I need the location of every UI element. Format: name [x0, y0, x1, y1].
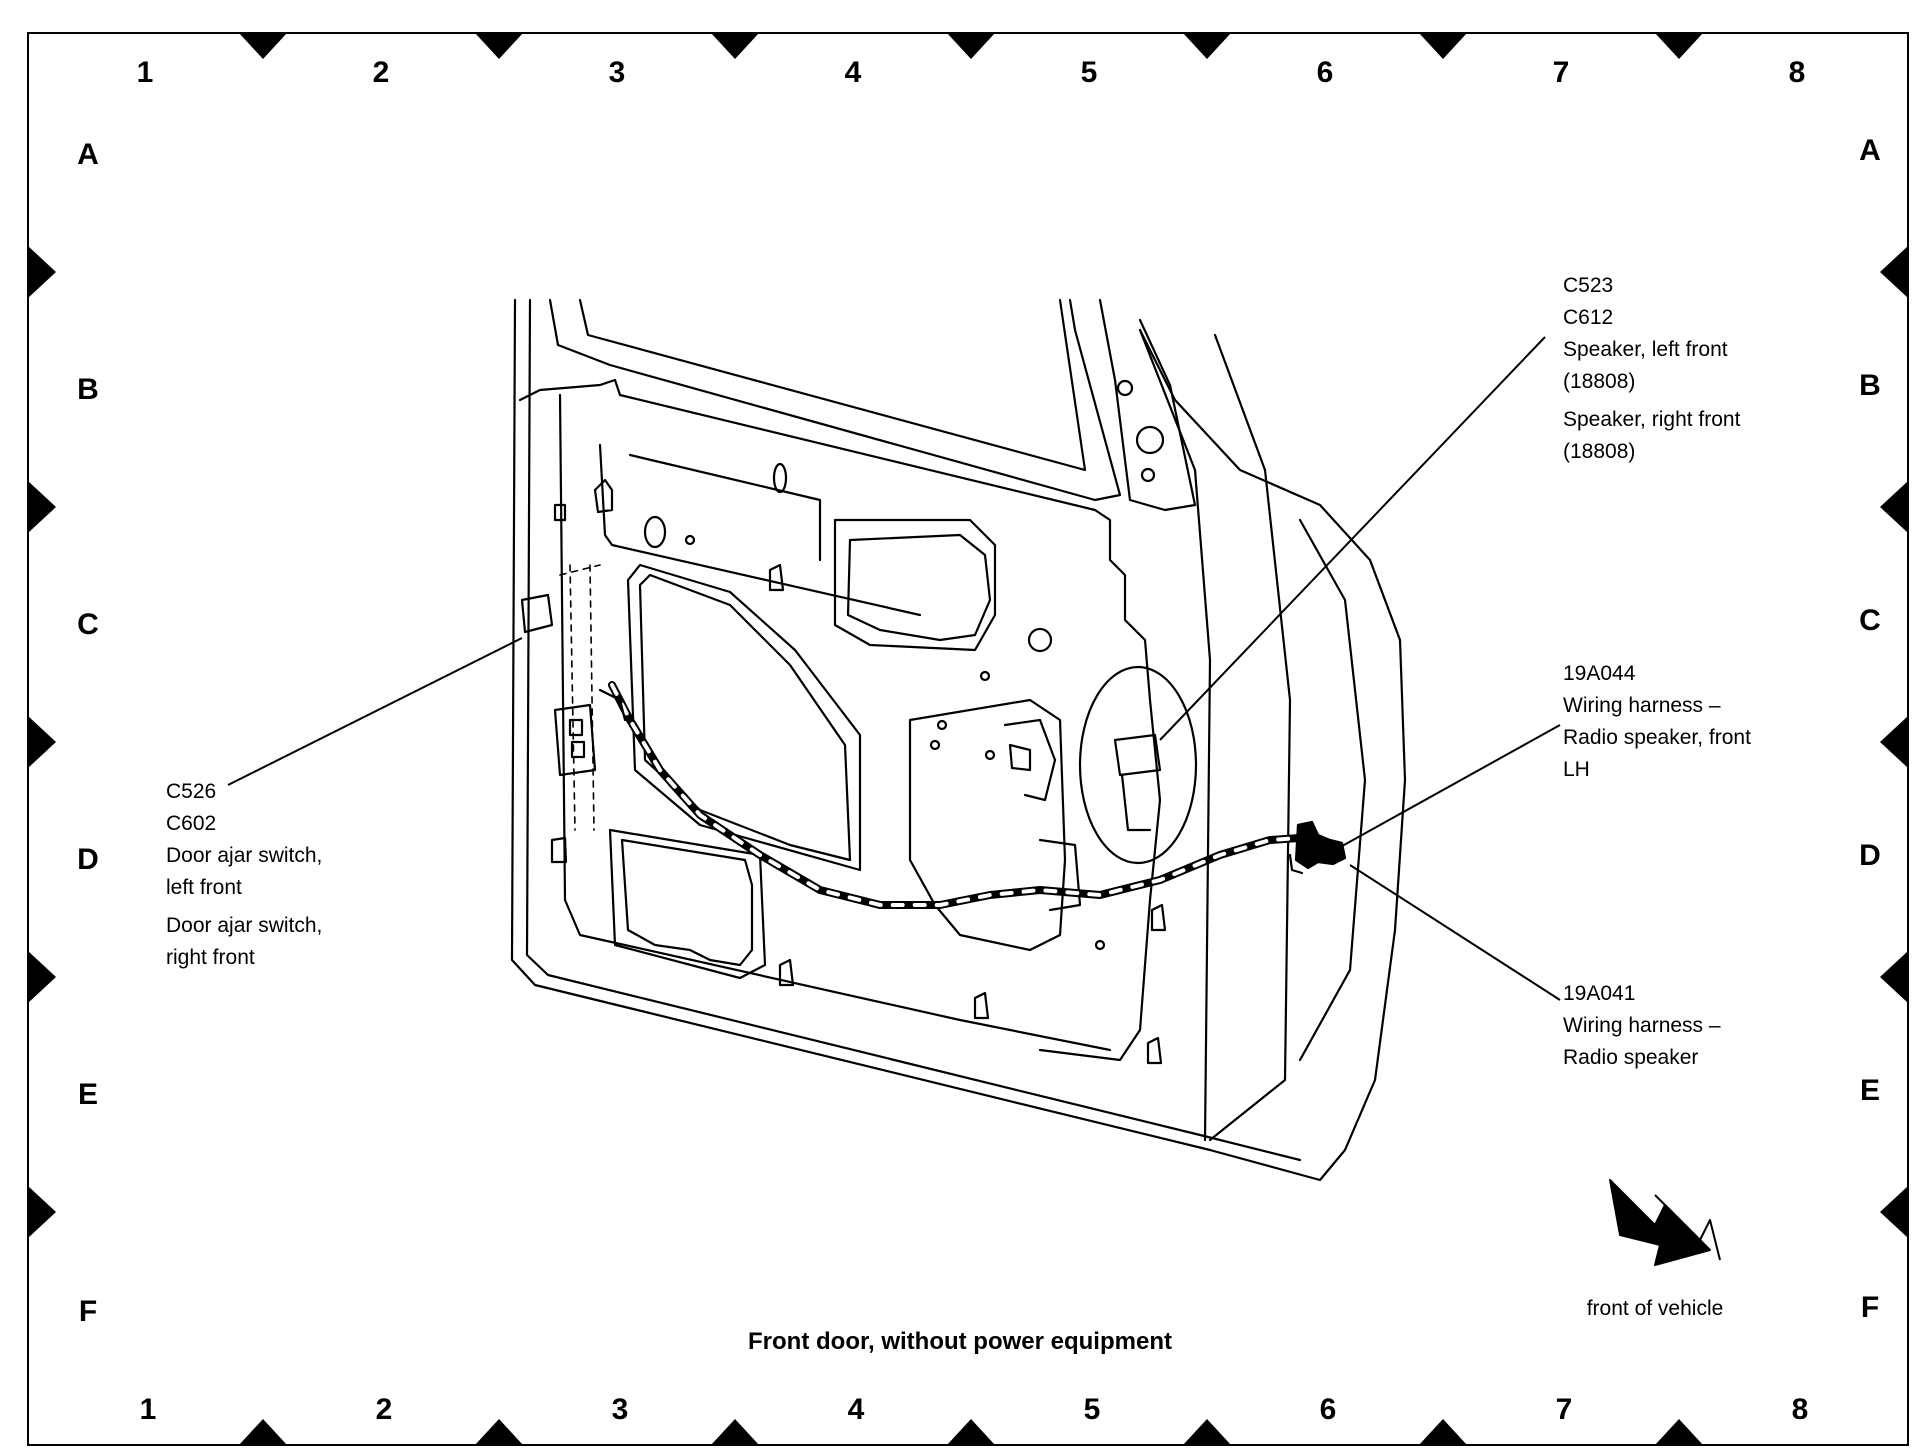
- grid-col-bottom-5: 5: [1083, 1393, 1101, 1426]
- callout-door-ajar: C526 C602 Door ajar switch, left front D…: [166, 776, 322, 974]
- grid-marker-left: [28, 951, 56, 1003]
- grid-row-left-F: F: [78, 1295, 98, 1328]
- grid-col-top-7: 7: [1552, 56, 1570, 89]
- door-ajar-left-front: Door ajar switch,: [166, 844, 323, 867]
- door-ajar-right-front-2: right front: [166, 946, 255, 969]
- leader-lines: [227, 336, 1561, 1001]
- grid-col-bottom-2: 2: [375, 1393, 393, 1426]
- grid-col-bottom-1: 1: [139, 1393, 157, 1426]
- grid-row-left-E: E: [77, 1078, 99, 1111]
- grid-row-right-F: F: [1860, 1291, 1880, 1324]
- grid-col-bottom-6: 6: [1319, 1393, 1337, 1426]
- grid-marker-top: [1419, 33, 1467, 59]
- speaker-left-front-part: (18808): [1563, 370, 1636, 393]
- grid-marker-right: [1880, 1186, 1908, 1238]
- grid-col-top-6: 6: [1316, 56, 1334, 89]
- connector-c612: C612: [1563, 306, 1614, 329]
- grid-marker-top: [239, 33, 287, 59]
- leader-door-ajar: [227, 637, 523, 786]
- harness-code: 19A041: [1563, 982, 1636, 1005]
- grid-marker-top: [947, 33, 995, 59]
- harness-line-1: Wiring harness –: [1563, 1014, 1721, 1037]
- connector-c526: C526: [166, 780, 217, 803]
- connector-c602: C602: [166, 812, 217, 835]
- speaker-right-front-part: (18808): [1563, 440, 1636, 463]
- leader-speaker: [1159, 336, 1546, 741]
- grid-row-left-A: A: [77, 138, 99, 171]
- front-of-vehicle-arrow-icon: [1609, 1179, 1721, 1266]
- door-ajar-left-front-2: left front: [166, 876, 242, 899]
- speaker-connector-icon: [1113, 733, 1162, 832]
- door-ajar-switch: [520, 593, 554, 634]
- harness-front-line-2: Radio speaker, front: [1563, 726, 1751, 749]
- window-frame: [548, 298, 1122, 502]
- grid-col-bottom-8: 8: [1791, 1393, 1809, 1426]
- lower-left-cutout: [620, 838, 754, 967]
- grid-row-right-E: E: [1859, 1074, 1881, 1107]
- wiring-harness: [608, 681, 1304, 909]
- upper-rect-cutout: [846, 533, 992, 642]
- grid-marker-bottom: [947, 1419, 995, 1445]
- harness-front-code: 19A044: [1563, 662, 1636, 685]
- grid-col-top-5: 5: [1080, 56, 1098, 89]
- large-access-hole: [638, 573, 852, 862]
- grid-marker-top: [711, 33, 759, 59]
- grid-col-top-1: 1: [136, 56, 154, 89]
- grid-marker-bottom: [1183, 1419, 1231, 1445]
- grid-marker-left: [28, 716, 56, 768]
- grid-row-right-D: D: [1859, 839, 1881, 872]
- grid-row-left-B: B: [77, 373, 99, 406]
- callout-harness: 19A041 Wiring harness – Radio speaker: [1563, 978, 1721, 1074]
- grid-row-left-D: D: [77, 843, 99, 876]
- callout-speaker: C523 C612 Speaker, left front (18808) Sp…: [1563, 270, 1740, 468]
- grid-col-bottom-4: 4: [847, 1393, 865, 1426]
- grid-marker-left: [28, 1186, 56, 1238]
- grid-marker-bottom: [239, 1419, 287, 1445]
- door-inner-edge: [525, 298, 1302, 1162]
- grid-marker-right: [1880, 716, 1908, 768]
- grid-marker-bottom: [1419, 1419, 1467, 1445]
- speaker-right-front: Speaker, right front: [1563, 408, 1741, 431]
- grid-marker-left: [28, 246, 56, 298]
- harness-line-2: Radio speaker: [1563, 1046, 1699, 1069]
- harness-connector-icon: [1294, 820, 1347, 870]
- front-of-vehicle-label: front of vehicle: [1586, 1297, 1724, 1320]
- door-ajar-right-front: Door ajar switch,: [166, 914, 323, 937]
- grid-col-bottom-7: 7: [1555, 1393, 1573, 1426]
- grid-marker-top: [1183, 33, 1231, 59]
- grid-col-top-3: 3: [608, 56, 626, 89]
- connector-c523: C523: [1563, 274, 1614, 297]
- harness-front-line-3: LH: [1563, 758, 1590, 781]
- harness-front-line-1: Wiring harness –: [1563, 694, 1721, 717]
- grid-row-right-B: B: [1859, 369, 1881, 402]
- leader-harness-front: [1334, 724, 1561, 851]
- diagram-caption: Front door, without power equipment: [748, 1328, 1172, 1355]
- grid-marker-right: [1880, 246, 1908, 298]
- inner-panel: [518, 378, 1162, 1062]
- speaker-cutout: [1078, 665, 1198, 865]
- latch-area: [908, 698, 1067, 952]
- grid-marker-top: [475, 33, 523, 59]
- speaker-left-front: Speaker, left front: [1563, 338, 1728, 361]
- grid-col-top-8: 8: [1788, 56, 1806, 89]
- grid-col-top-2: 2: [372, 56, 390, 89]
- grid-marker-bottom: [1655, 1419, 1703, 1445]
- grid-marker-triangle-icon: [28, 33, 1908, 1445]
- grid-row-right-C: C: [1859, 604, 1881, 637]
- leader-harness: [1349, 864, 1561, 1001]
- grid-row-right-A: A: [1859, 134, 1881, 167]
- grid-marker-top: [1655, 33, 1703, 59]
- grid-marker-right: [1880, 951, 1908, 1003]
- grid-marker-bottom: [475, 1419, 523, 1445]
- door-line-art: [510, 298, 1407, 1182]
- grid-col-bottom-3: 3: [611, 1393, 629, 1426]
- grid-marker-right: [1880, 481, 1908, 533]
- grid-col-top-4: 4: [844, 56, 862, 89]
- grid-row-left-C: C: [77, 608, 99, 641]
- callout-harness-front: 19A044 Wiring harness – Radio speaker, f…: [1563, 658, 1751, 786]
- grid-marker-left: [28, 481, 56, 533]
- grid-marker-bottom: [711, 1419, 759, 1445]
